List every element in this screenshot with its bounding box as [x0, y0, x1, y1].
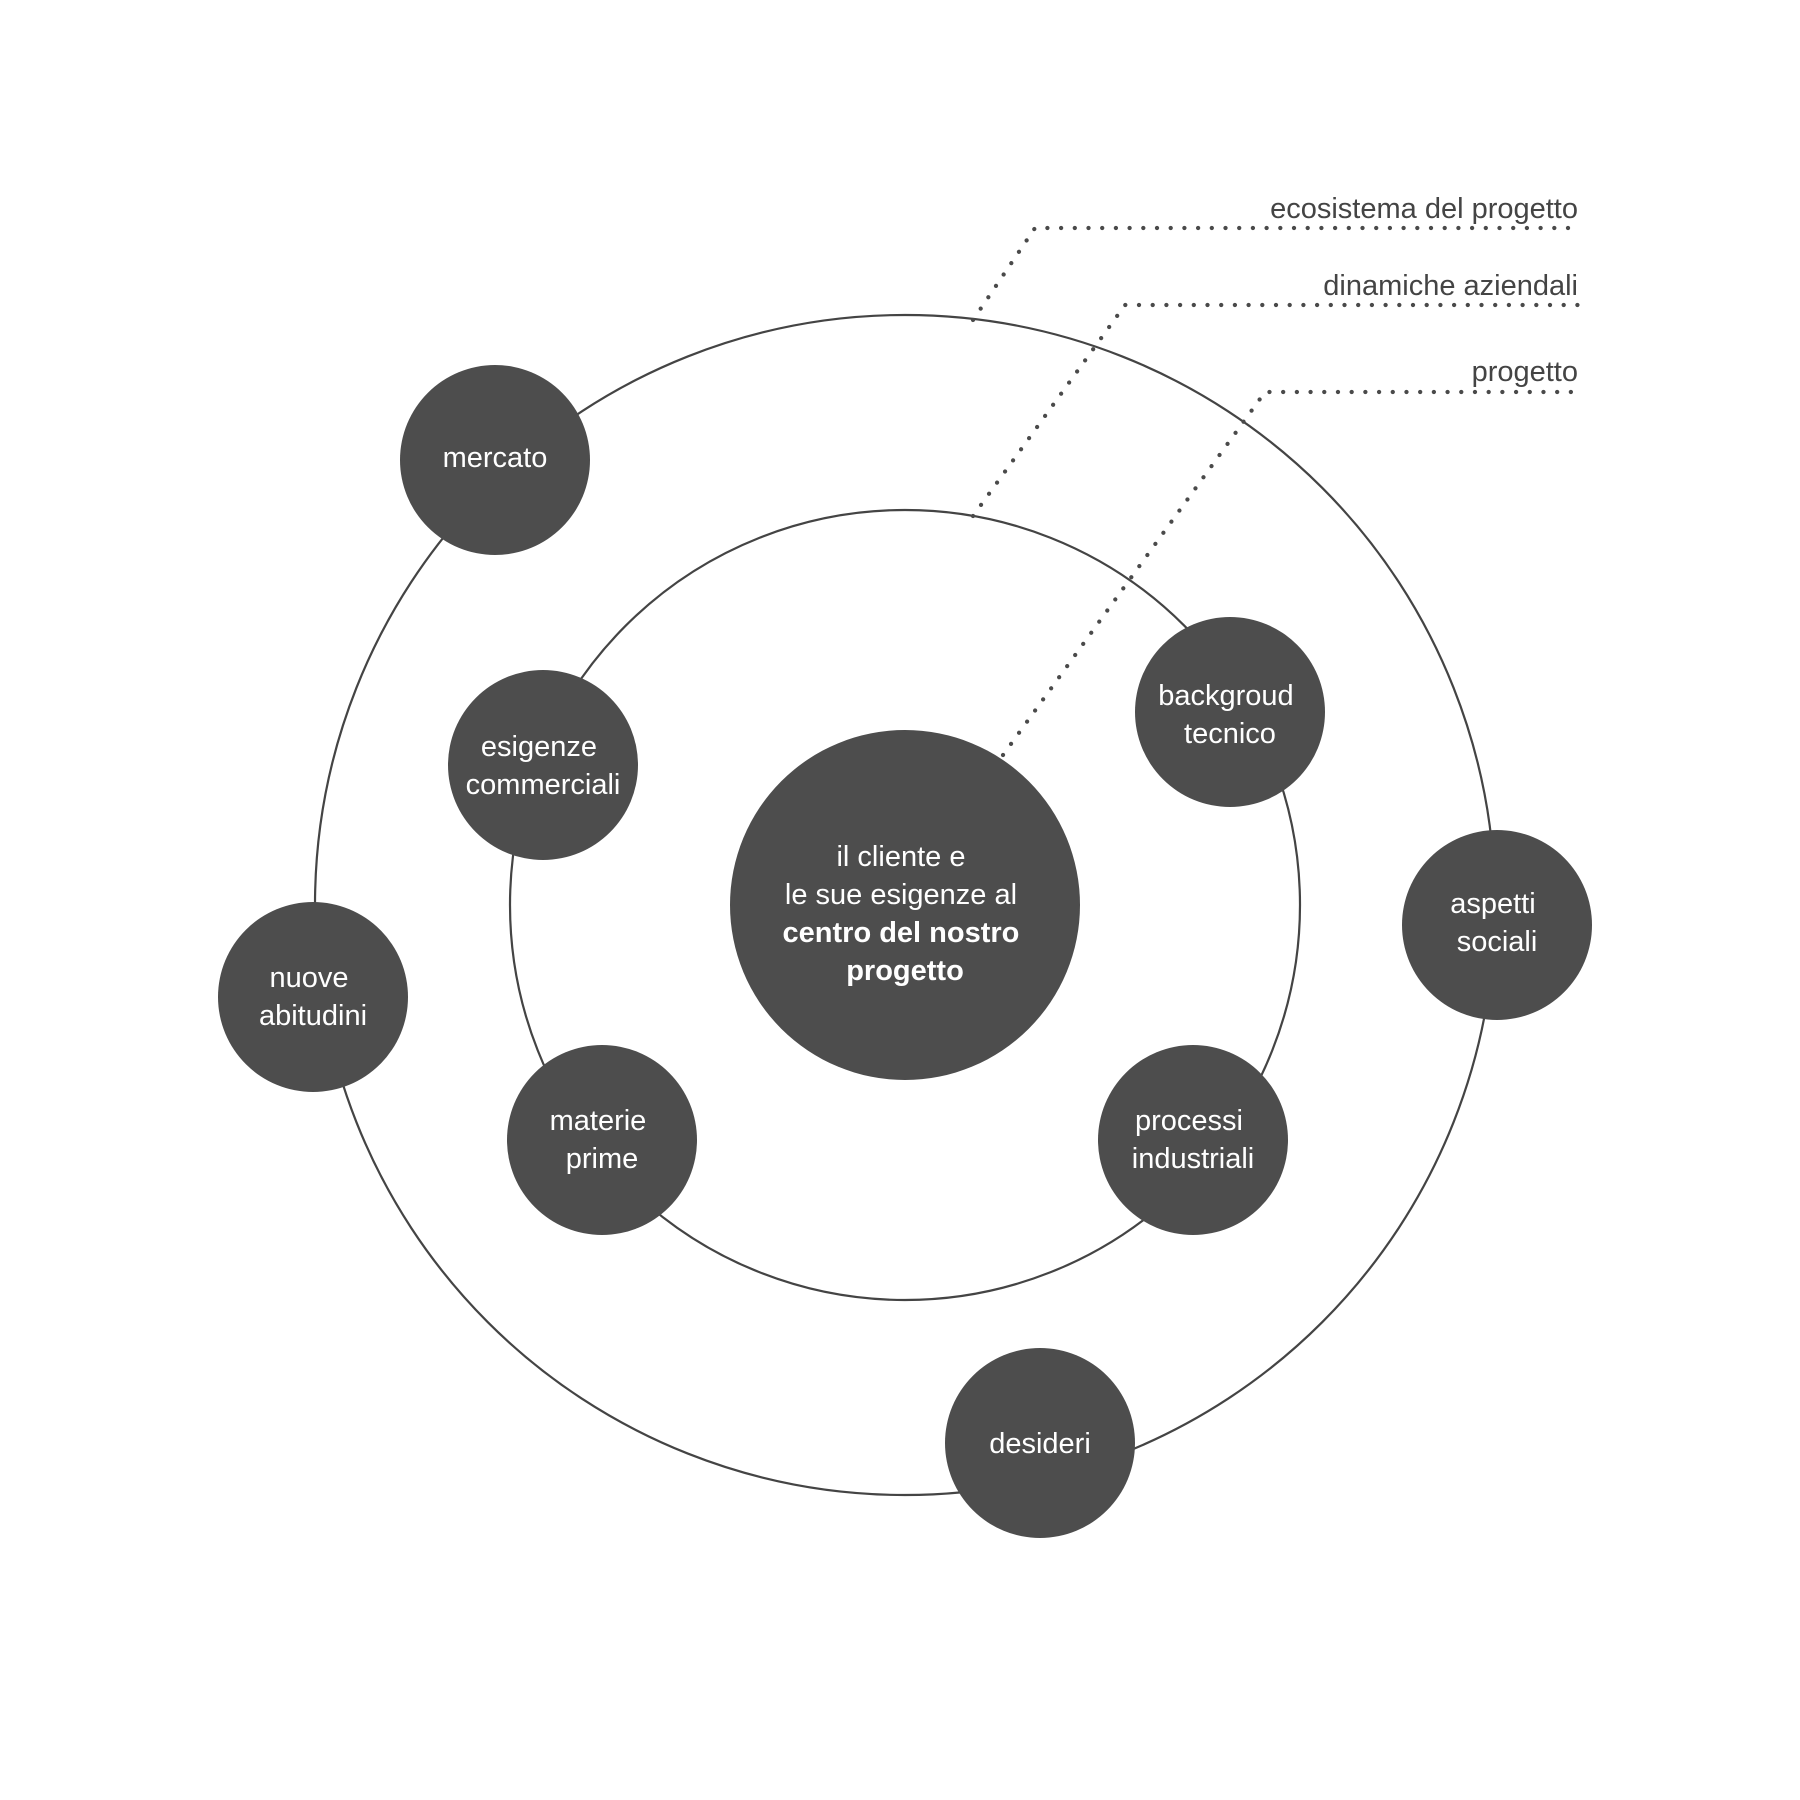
- node-mercato-line-1: mercato: [443, 442, 548, 474]
- node-nuove-abitudini-label: nuove abitudini: [259, 962, 367, 1032]
- node-processi-industriali-line-1: processi: [1135, 1105, 1243, 1137]
- node-aspetti-sociali-line-1: aspetti: [1450, 888, 1535, 920]
- node-processi-industriali: processi industriali: [1098, 1045, 1288, 1235]
- node-nuove-abitudini-line-1: nuove: [269, 962, 348, 994]
- node-nuove-abitudini-line-2: abitudini: [259, 1000, 367, 1032]
- node-nuove-abitudini: nuove abitudini: [218, 902, 408, 1092]
- node-esigenze-commerciali-line-2: commerciali: [466, 769, 621, 801]
- node-esigenze-commerciali: esigenze commerciali: [448, 670, 638, 860]
- node-materie-prime-label: materie prime: [550, 1105, 655, 1175]
- center-line-3: centro del nostro: [783, 917, 1020, 949]
- center-node-circle: [730, 730, 1080, 1080]
- leader-ecosistema: [970, 225, 1583, 323]
- center-line-4: progetto: [846, 955, 964, 987]
- center-node: il cliente e le sue esigenze al centro d…: [730, 730, 1080, 1080]
- node-esigenze-commerciali-line-1: esigenze: [481, 731, 597, 763]
- node-aspetti-sociali: aspetti sociali: [1402, 830, 1592, 1020]
- inner-ring: [508, 508, 1302, 1302]
- center-line-2: le sue esigenze al: [785, 879, 1017, 911]
- node-backgroud-tecnico-line-2: tecnico: [1184, 718, 1276, 750]
- node-desideri: desideri: [945, 1348, 1135, 1538]
- node-desideri-circle: [945, 1348, 1135, 1538]
- center-line-1: il cliente e: [836, 841, 965, 873]
- node-desideri-label: desideri: [989, 1428, 1091, 1460]
- node-esigenze-commerciali-circle: [448, 670, 638, 860]
- node-materie-prime-circle: [507, 1045, 697, 1235]
- node-nuove-abitudini-circle: [218, 902, 408, 1092]
- legend-label-ecosistema: ecosistema del progetto: [1270, 193, 1578, 225]
- node-aspetti-sociali-line-2: sociali: [1457, 926, 1538, 958]
- node-mercato-label: mercato: [443, 442, 548, 474]
- legend-label-progetto: progetto: [1472, 356, 1578, 388]
- node-mercato: mercato: [400, 365, 590, 555]
- leader-progetto: [1000, 389, 1583, 758]
- leader-dinamiche: [970, 302, 1583, 519]
- node-materie-prime-line-1: materie: [550, 1105, 647, 1137]
- node-backgroud-tecnico: backgroud tecnico: [1135, 617, 1325, 807]
- node-backgroud-tecnico-line-1: backgroud: [1158, 680, 1293, 712]
- node-aspetti-sociali-label: aspetti sociali: [1450, 888, 1544, 958]
- node-processi-industriali-circle: [1098, 1045, 1288, 1235]
- center-node-label: il cliente e le sue esigenze al centro d…: [783, 841, 1028, 987]
- node-processi-industriali-label: processi industriali: [1132, 1105, 1255, 1175]
- node-backgroud-tecnico-circle: [1135, 617, 1325, 807]
- node-backgroud-tecnico-label: backgroud tecnico: [1158, 680, 1302, 750]
- node-mercato-circle: [400, 365, 590, 555]
- node-materie-prime: materie prime: [507, 1045, 697, 1235]
- node-materie-prime-line-2: prime: [566, 1143, 639, 1175]
- legend-label-dinamiche: dinamiche aziendali: [1323, 270, 1578, 302]
- node-processi-industriali-line-2: industriali: [1132, 1143, 1255, 1175]
- node-desideri-line-1: desideri: [989, 1428, 1091, 1460]
- node-aspetti-sociali-circle: [1402, 830, 1592, 1020]
- node-esigenze-commerciali-label: esigenze commerciali: [466, 731, 621, 801]
